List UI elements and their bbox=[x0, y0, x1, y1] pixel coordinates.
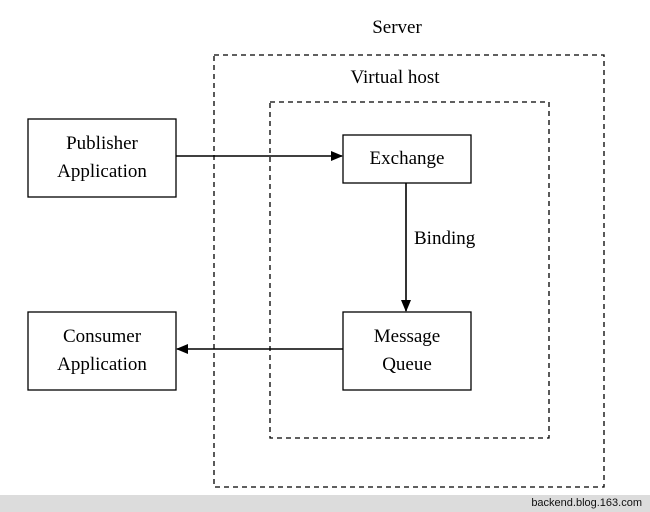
message-queue-label-line1: Message bbox=[373, 326, 441, 347]
publisher-label-line2: Application bbox=[57, 161, 147, 182]
exchange-label-text: Exchange bbox=[369, 148, 445, 169]
watermark-bar: backend.blog.163.com bbox=[0, 495, 650, 512]
watermark-text: backend.blog.163.com bbox=[531, 497, 642, 509]
exchange-box bbox=[342, 134, 472, 184]
virtual-host-label: Virtual host bbox=[350, 67, 440, 88]
consumer-label: Consumer Application bbox=[28, 312, 176, 390]
server-boundary bbox=[213, 54, 605, 488]
consumer-label-line2: Application bbox=[57, 354, 147, 375]
publisher-box bbox=[27, 118, 177, 198]
binding-label: Binding bbox=[414, 228, 476, 249]
server-label: Server bbox=[372, 17, 422, 38]
publisher-label-line1: Publisher bbox=[66, 133, 138, 154]
consumer-label-line1: Consumer bbox=[62, 326, 142, 347]
message-queue-label: Message Queue bbox=[343, 312, 471, 390]
consumer-box bbox=[27, 311, 177, 391]
publisher-label: Publisher Application bbox=[28, 119, 176, 197]
exchange-label: Exchange bbox=[343, 135, 471, 183]
message-queue-label-line2: Queue bbox=[382, 354, 432, 375]
virtual-host-boundary bbox=[269, 101, 550, 439]
message-queue-box bbox=[342, 311, 472, 391]
